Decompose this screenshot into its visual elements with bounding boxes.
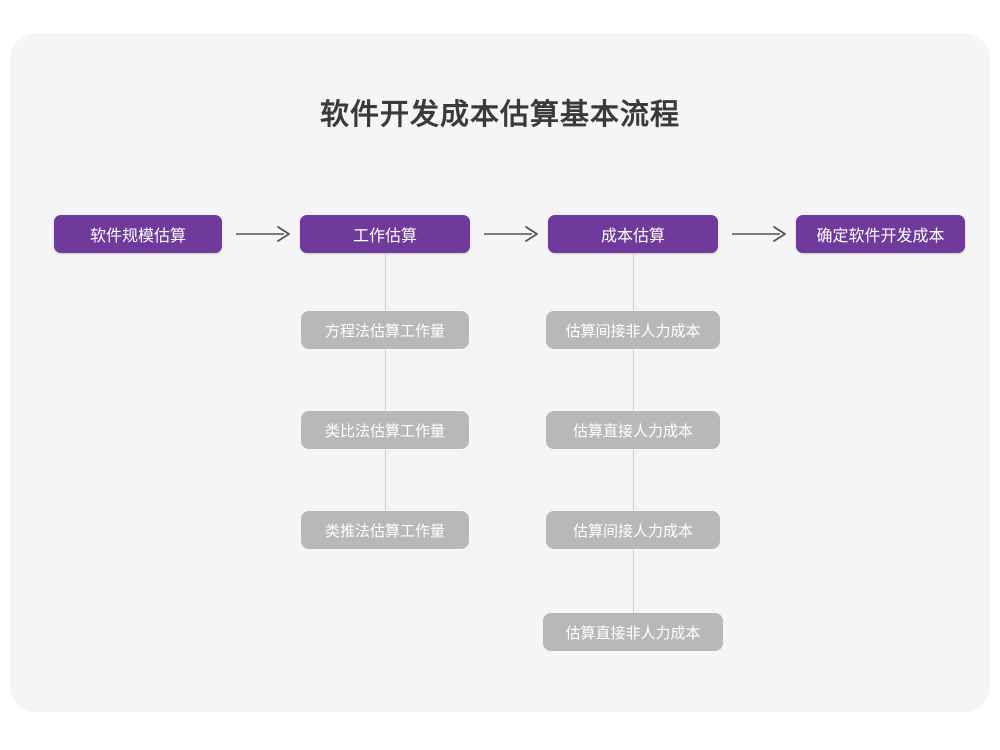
connector-line-effort-branch xyxy=(385,253,386,521)
sub-node-direct-non-labor-cost[interactable]: 估算直接非人力成本 xyxy=(543,613,723,651)
page-title: 软件开发成本估算基本流程 xyxy=(319,99,680,131)
diagram-card: 软件开发成本估算基本流程 软件规模估算 工作估算 成本估算 确定软件开发成本 方… xyxy=(10,33,990,712)
sub-node-deduction-method-effort[interactable]: 类推法估算工作量 xyxy=(301,511,469,549)
flow-node-effort-estimation[interactable]: 工作估算 xyxy=(300,215,470,253)
arrow-right-icon xyxy=(236,225,292,243)
sub-node-direct-labor-cost[interactable]: 估算直接人力成本 xyxy=(546,411,720,449)
flow-node-cost-estimation[interactable]: 成本估算 xyxy=(548,215,718,253)
sub-node-indirect-non-labor-cost[interactable]: 估算间接非人力成本 xyxy=(546,311,720,349)
sub-node-analogy-method-effort[interactable]: 类比法估算工作量 xyxy=(301,411,469,449)
arrow-right-icon xyxy=(732,225,788,243)
flow-node-software-scale-estimation[interactable]: 软件规模估算 xyxy=(54,215,222,253)
arrow-right-icon xyxy=(484,225,540,243)
flow-node-determine-development-cost[interactable]: 确定软件开发成本 xyxy=(796,215,965,253)
sub-node-indirect-labor-cost[interactable]: 估算间接人力成本 xyxy=(546,511,720,549)
sub-node-equation-method-effort[interactable]: 方程法估算工作量 xyxy=(301,311,469,349)
